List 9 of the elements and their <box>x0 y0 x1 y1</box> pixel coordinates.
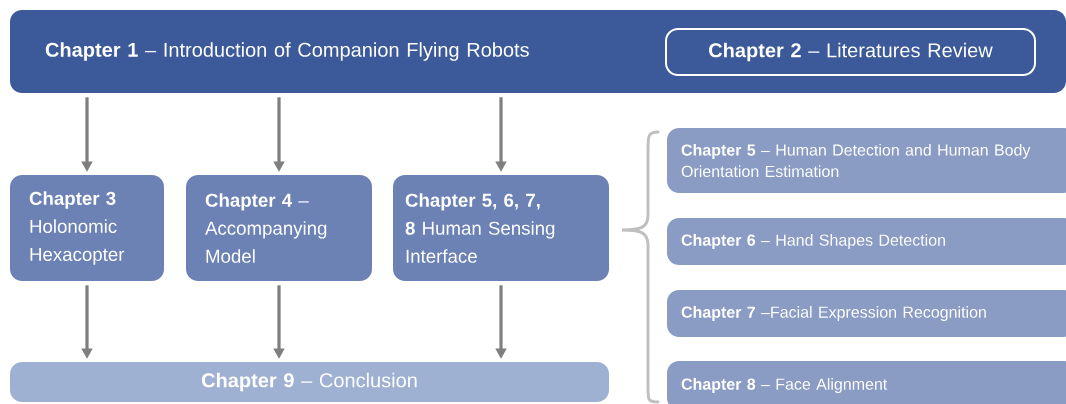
chapter-box: Chapter 2 – Literatures Review <box>665 28 1036 76</box>
chapter-box: Chapter 3 Holonomic Hexacopter <box>10 175 164 281</box>
conclusion-bar: Chapter 9 – Conclusion <box>10 362 609 402</box>
chapter-box: Chapter 8 – Face Alignment <box>667 361 1066 404</box>
chapter-box: Chapter 5 – Human Detection and Human Body Orientation Estimation <box>667 128 1066 193</box>
chapter-box: Chapter 7 –Facial Expression Recognition <box>667 290 1066 337</box>
chapter-box: Chapter 6 – Hand Shapes Detection <box>667 218 1066 265</box>
chapter-box: Chapter 5, 6, 7, 8 Human Sensing Interface <box>393 175 609 281</box>
chapter-box: Chapter 4 – Accompanying Model <box>186 175 372 281</box>
